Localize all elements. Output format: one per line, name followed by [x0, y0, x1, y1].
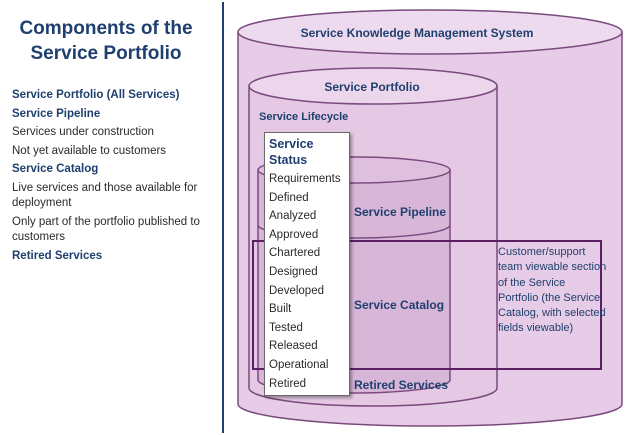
legend-heading: Service Portfolio (All Services): [12, 89, 180, 101]
status-title-line-2: Status: [269, 153, 308, 167]
catalog-highlight-box: [252, 240, 602, 370]
status-item: Tested: [269, 321, 303, 334]
status-item: Defined: [269, 191, 309, 204]
status-item: Analyzed: [269, 210, 317, 223]
status-item: Requirements: [269, 173, 341, 185]
catalog-note: Customer/support team viewable section o…: [498, 246, 607, 335]
legend-heading: Retired Services: [12, 249, 103, 262]
portfolio-label: Service Portfolio: [324, 80, 419, 94]
page-title: Components of the Service Portfolio: [19, 18, 193, 64]
legend-text: Not yet available to customers: [12, 144, 167, 157]
vertical-divider: [222, 2, 224, 433]
status-item: Chartered: [269, 247, 321, 260]
legend: Service Portfolio (All Services) Service …: [12, 88, 207, 267]
status-item: Operational: [269, 358, 329, 371]
status-item: Approved: [269, 228, 319, 241]
status-item: Retired: [269, 377, 307, 390]
status-item: Developed: [269, 284, 324, 297]
catalog-label: Service Catalog: [354, 298, 444, 312]
legend-text: Services under construction: [12, 126, 154, 138]
legend-heading: Service Pipeline: [12, 107, 101, 120]
status-item: Released: [269, 340, 318, 353]
legend-heading: Service Catalog: [12, 163, 99, 175]
status-title: Service Status: [269, 136, 313, 168]
legend-text: Only part of the portfolio published to …: [12, 215, 200, 244]
status-title-line-1: Service: [269, 137, 314, 151]
legend-text: Live services and those available for de…: [12, 181, 198, 210]
retired-label: Retired Services: [354, 378, 448, 392]
status-item: Built: [269, 303, 292, 316]
status-item: Designed: [269, 265, 318, 278]
pipeline-label: Service Pipeline: [354, 205, 446, 219]
skms-label: Service Knowledge Management System: [301, 26, 534, 40]
lifecycle-label: Service Lifecycle: [259, 111, 348, 123]
left-panel: Components of the Service Portfolio Serv…: [0, 0, 212, 435]
